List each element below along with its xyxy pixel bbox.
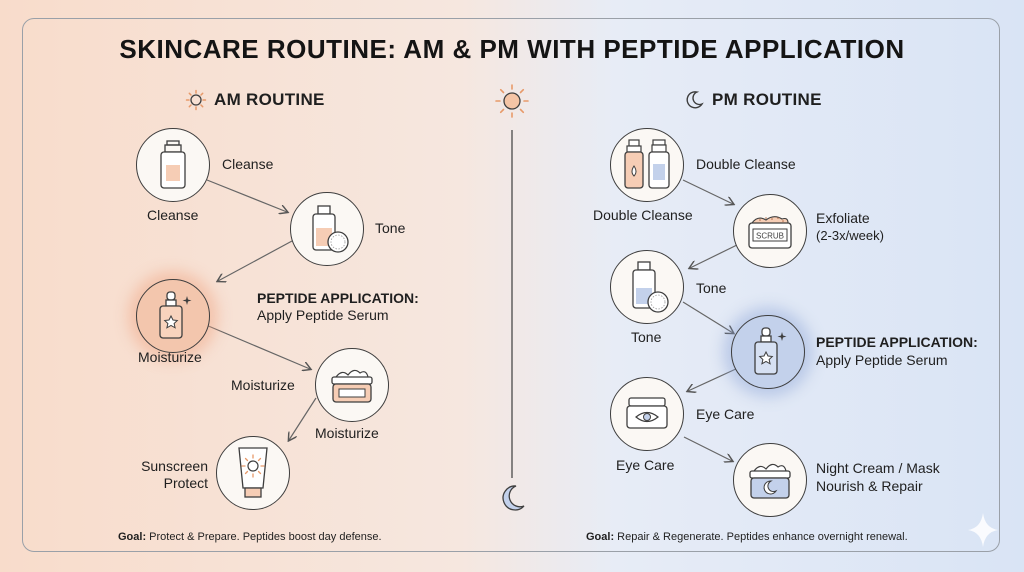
am-goal: Goal: Protect & Prepare. Peptides boost … <box>118 531 382 543</box>
sunscreen-tube-icon <box>238 447 268 498</box>
am-goal-text: Protect & Prepare. Peptides boost day de… <box>146 531 382 543</box>
pm-exfoliate-sub: (2-3x/week) <box>816 228 884 243</box>
am-moisturize-caption: Moisturize <box>315 425 379 441</box>
pm-peptide-title: PEPTIDE APPLICATION: <box>816 334 978 350</box>
pm-tone-label: Tone <box>696 280 727 296</box>
night-cream-jar-icon <box>749 463 791 499</box>
pm-double-cleanse-node <box>610 128 684 202</box>
pm-double-cleanse-label: Double Cleanse <box>696 156 796 172</box>
am-cleanse-label: Cleanse <box>222 156 274 172</box>
am-cleanse-node <box>136 128 210 202</box>
am-tone-node <box>290 192 364 266</box>
toner-bottle-icon <box>632 261 669 313</box>
scrub-jar-icon: SCRUB <box>748 216 792 249</box>
pm-goal-prefix: Goal: <box>586 531 615 543</box>
am-peptide-sub: Apply Peptide Serum <box>257 307 389 323</box>
pm-heading-label: PM ROUTINE <box>712 90 822 109</box>
pm-exfoliate-node: SCRUB <box>733 194 807 268</box>
am-peptide-title: PEPTIDE APPLICATION: <box>257 290 419 306</box>
am-heading: AM ROUTINE <box>185 89 325 111</box>
pm-eye-care-label: Eye Care <box>696 406 755 422</box>
am-cleanse-caption: Cleanse <box>147 207 199 223</box>
am-tone-label: Tone <box>375 220 406 236</box>
pm-night-cream-node <box>733 443 807 517</box>
pm-eye-care-caption: Eye Care <box>616 457 675 473</box>
pm-heading: PM ROUTINE <box>684 90 822 110</box>
pm-night-cream-label: Night Cream / Mask <box>816 460 940 476</box>
cream-jar-icon <box>331 369 373 403</box>
scrub-text: SCRUB <box>756 232 784 241</box>
pm-tone-node <box>610 250 684 324</box>
diagram-frame <box>22 18 1000 552</box>
toner-bottle-icon <box>312 205 349 253</box>
eye-cream-icon <box>626 397 668 429</box>
serum-dropper-icon <box>754 327 787 375</box>
pm-goal-text: Repair & Regenerate. Peptides enhance ov… <box>614 531 908 543</box>
am-moisturize-node <box>315 348 389 422</box>
pm-peptide-sub: Apply Peptide Serum <box>816 352 948 368</box>
am-peptide-node <box>136 279 210 353</box>
am-heading-label: AM ROUTINE <box>214 90 325 109</box>
two-bottles-icon <box>624 139 670 189</box>
pm-double-cleanse-caption: Double Cleanse <box>593 207 693 223</box>
am-peptide-caption: Moisturize <box>138 349 202 365</box>
am-sunscreen-node <box>216 436 290 510</box>
moon-icon <box>686 91 704 109</box>
serum-dropper-icon <box>159 291 192 339</box>
pm-eye-care-node <box>610 377 684 451</box>
page-title: SKINCARE ROUTINE: AM & PM WITH PEPTIDE A… <box>119 34 905 64</box>
am-sunscreen-sub: Protect <box>163 475 208 491</box>
sparkle-icon <box>968 513 998 547</box>
pm-goal: Goal: Repair & Regenerate. Peptides enha… <box>586 531 908 543</box>
pm-exfoliate-label: Exfoliate <box>816 210 870 226</box>
am-goal-prefix: Goal: <box>118 531 147 543</box>
center-sun-icon <box>495 84 529 118</box>
am-sunscreen-label: Sunscreen <box>141 458 208 474</box>
sun-icon <box>185 89 207 111</box>
pm-tone-caption: Tone <box>631 329 662 345</box>
pm-night-cream-sub: Nourish & Repair <box>816 478 923 494</box>
pm-peptide-node <box>731 315 805 389</box>
am-moisturize-label: Moisturize <box>231 377 295 393</box>
pump-bottle-icon <box>160 140 186 189</box>
center-moon-icon <box>502 485 525 511</box>
